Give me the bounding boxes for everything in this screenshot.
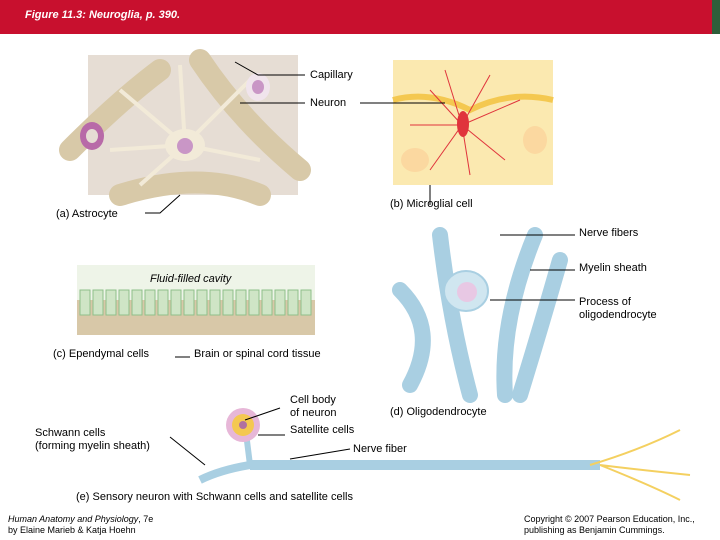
label-nerve-fiber: Nerve fiber bbox=[353, 443, 407, 455]
astrocyte-illustration bbox=[59, 49, 311, 206]
label-nerve-fibers: Nerve fibers bbox=[579, 227, 639, 239]
label-neuron: Neuron bbox=[310, 97, 347, 109]
label-capillary: Capillary bbox=[310, 69, 353, 81]
copyright-line: Copyright © 2007 Pearson Education, Inc.… bbox=[524, 514, 695, 524]
figure-title: Figure 11.3: Neuroglia, p. 390. bbox=[25, 9, 181, 21]
label-sensory-neuron: (e) Sensory neuron with Schwann cells an… bbox=[76, 491, 353, 503]
ependymal-illustration bbox=[77, 265, 315, 335]
label-myelin-sheath: Myelin sheath bbox=[579, 262, 647, 274]
footer-citation: Human Anatomy and Physiology, 7e by Elai… bbox=[8, 514, 153, 536]
publisher-line: publishing as Benjamin Cummings. bbox=[524, 525, 665, 535]
label-schwann-cells: Schwann cells (forming myelin sheath) bbox=[35, 427, 150, 452]
label-astrocyte: (a) Astrocyte bbox=[56, 208, 118, 220]
title-bar-accent bbox=[712, 0, 720, 34]
label-satellite-cells: Satellite cells bbox=[290, 424, 355, 436]
label-process-of-oligodendrocyte: Process of oligodendrocyte bbox=[579, 296, 657, 321]
label-fluid-filled-cavity: Fluid-filled cavity bbox=[150, 273, 232, 285]
sensory-neuron-illustration bbox=[198, 408, 691, 501]
label-microglial-cell: (b) Microglial cell bbox=[390, 198, 473, 210]
title-bar: Figure 11.3: Neuroglia, p. 390. bbox=[0, 0, 720, 34]
footer-copyright: Copyright © 2007 Pearson Education, Inc.… bbox=[524, 514, 695, 536]
label-oligodendrocyte: (d) Oligodendrocyte bbox=[390, 406, 487, 418]
oligodendrocyte-illustration bbox=[392, 227, 568, 403]
book-authors: by Elaine Marieb & Katja Hoehn bbox=[8, 525, 136, 535]
label-cell-body: Cell body of neuron bbox=[290, 394, 337, 419]
label-brain-tissue: Brain or spinal cord tissue bbox=[194, 348, 321, 360]
microglial-illustration bbox=[392, 60, 554, 185]
label-ependymal-cells: (c) Ependymal cells bbox=[53, 348, 149, 360]
leader-lines bbox=[145, 61, 575, 466]
book-title: Human Anatomy and Physiology bbox=[8, 514, 139, 524]
book-edition: , 7e bbox=[138, 514, 154, 524]
